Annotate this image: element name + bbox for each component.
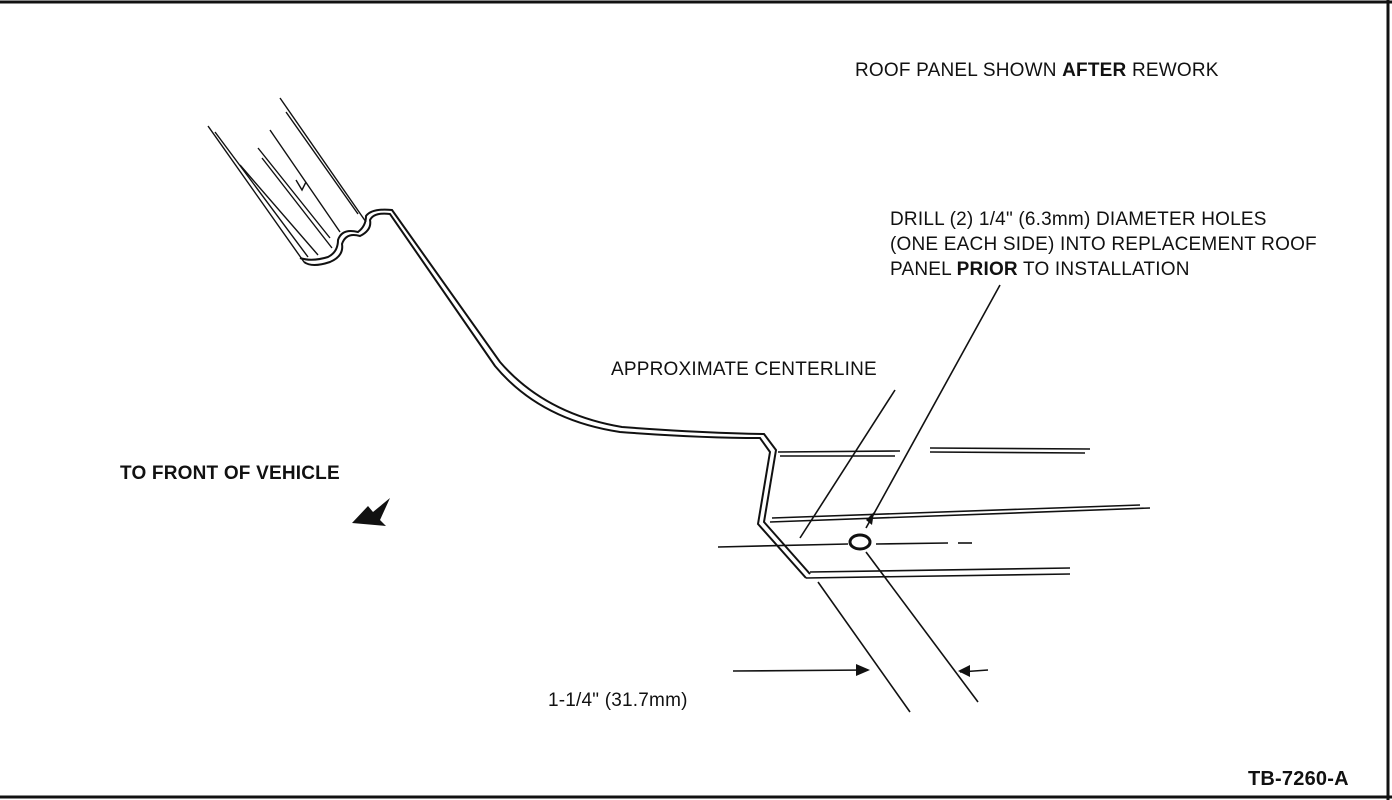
title-emphasis: AFTER bbox=[1062, 60, 1127, 81]
front-of-vehicle-label: TO FRONT OF VEHICLE bbox=[120, 463, 340, 484]
centerline-dashed bbox=[717, 542, 972, 548]
drill-note-line-1: DRILL (2) 1/4" (6.3mm) DIAMETER HOLES bbox=[890, 209, 1267, 230]
upper-rail-lines bbox=[207, 97, 367, 263]
diagram-title: ROOF PANEL SHOWN AFTER REWORK bbox=[855, 58, 1219, 83]
leader-lines bbox=[732, 284, 1001, 713]
title-prefix: ROOF PANEL SHOWN bbox=[855, 60, 1063, 81]
drill-note-line-3-suffix: TO INSTALLATION bbox=[1017, 259, 1190, 280]
drill-note-line-3-emphasis: PRIOR bbox=[956, 259, 1018, 280]
drill-hole bbox=[848, 533, 872, 551]
dimension-label: 1-1/4" (31.7mm) bbox=[548, 690, 688, 711]
drill-note-line-2: (ONE EACH SIDE) INTO REPLACEMENT ROOF bbox=[890, 234, 1317, 255]
roof-flange-lines bbox=[769, 447, 1151, 579]
dimension-arrowheads bbox=[856, 512, 970, 677]
drill-instruction-note: DRILL (2) 1/4" (6.3mm) DIAMETER HOLES (O… bbox=[890, 207, 1317, 282]
title-suffix: REWORK bbox=[1126, 60, 1219, 81]
roof-panel-profile bbox=[299, 208, 811, 579]
drill-note-line-3: PANEL PRIOR TO INSTALLATION bbox=[890, 257, 1317, 282]
figure-id: TB-7260-A bbox=[1248, 768, 1349, 790]
arrow-front-icon bbox=[352, 498, 390, 526]
drill-note-line-3-prefix: PANEL bbox=[890, 259, 957, 280]
centerline-label: APPROXIMATE CENTERLINE bbox=[611, 359, 877, 380]
